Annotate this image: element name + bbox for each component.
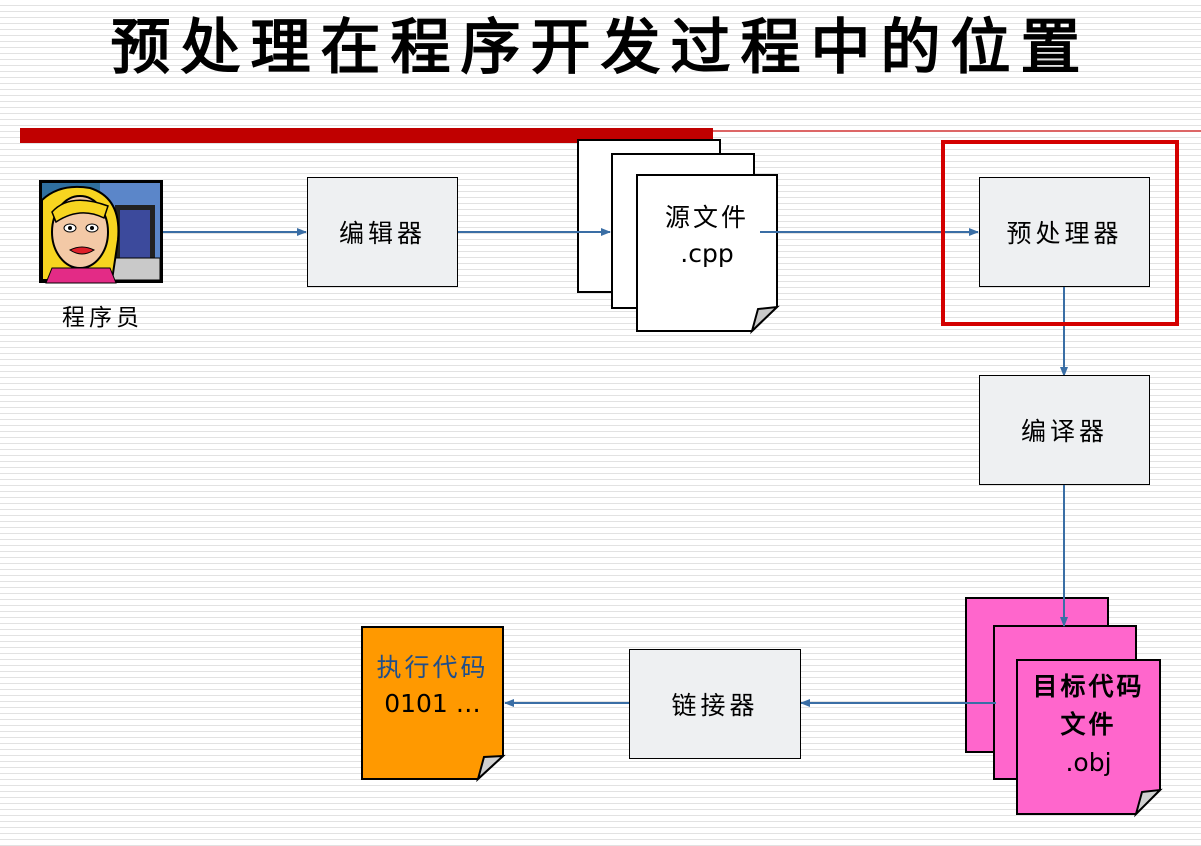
- source-file-label: 源文件 .cpp: [637, 200, 777, 272]
- linker-box[interactable]: 链接器: [629, 649, 801, 759]
- preprocessor-label: 预处理器: [1006, 219, 1123, 248]
- compiler-label: 编译器: [1020, 417, 1108, 446]
- executable-label: 执行代码 0101 …: [362, 650, 503, 722]
- programmer-label: 程序员: [62, 305, 143, 331]
- object-file-extension: .obj: [1065, 748, 1112, 777]
- executable-file-shape: [361, 626, 506, 783]
- object-file-label: 目标代码 文件 .obj: [1017, 668, 1160, 782]
- editor-label: 编辑器: [338, 219, 426, 248]
- title-underline-line: [713, 130, 1201, 132]
- source-file-name: 源文件: [664, 203, 749, 232]
- compiler-box[interactable]: 编译器: [979, 375, 1150, 485]
- linker-label: 链接器: [671, 691, 759, 720]
- preprocessor-box[interactable]: 预处理器: [979, 177, 1150, 287]
- title-underline-bar: [20, 128, 713, 143]
- preprocessor-highlight-frame: [941, 140, 1179, 326]
- source-file-extension: .cpp: [680, 239, 734, 268]
- programmer-image: [39, 180, 163, 284]
- executable-name: 执行代码: [376, 653, 489, 682]
- object-file-name: 目标代码: [1032, 672, 1145, 701]
- source-file-stack: [577, 139, 780, 335]
- executable-content: 0101 …: [384, 689, 481, 718]
- object-file-name-2: 文件: [1060, 710, 1117, 739]
- object-file-stack: [965, 597, 1163, 818]
- page-title: 预处理在程序开发过程中的位置: [110, 13, 1091, 83]
- editor-box[interactable]: 编辑器: [307, 177, 458, 287]
